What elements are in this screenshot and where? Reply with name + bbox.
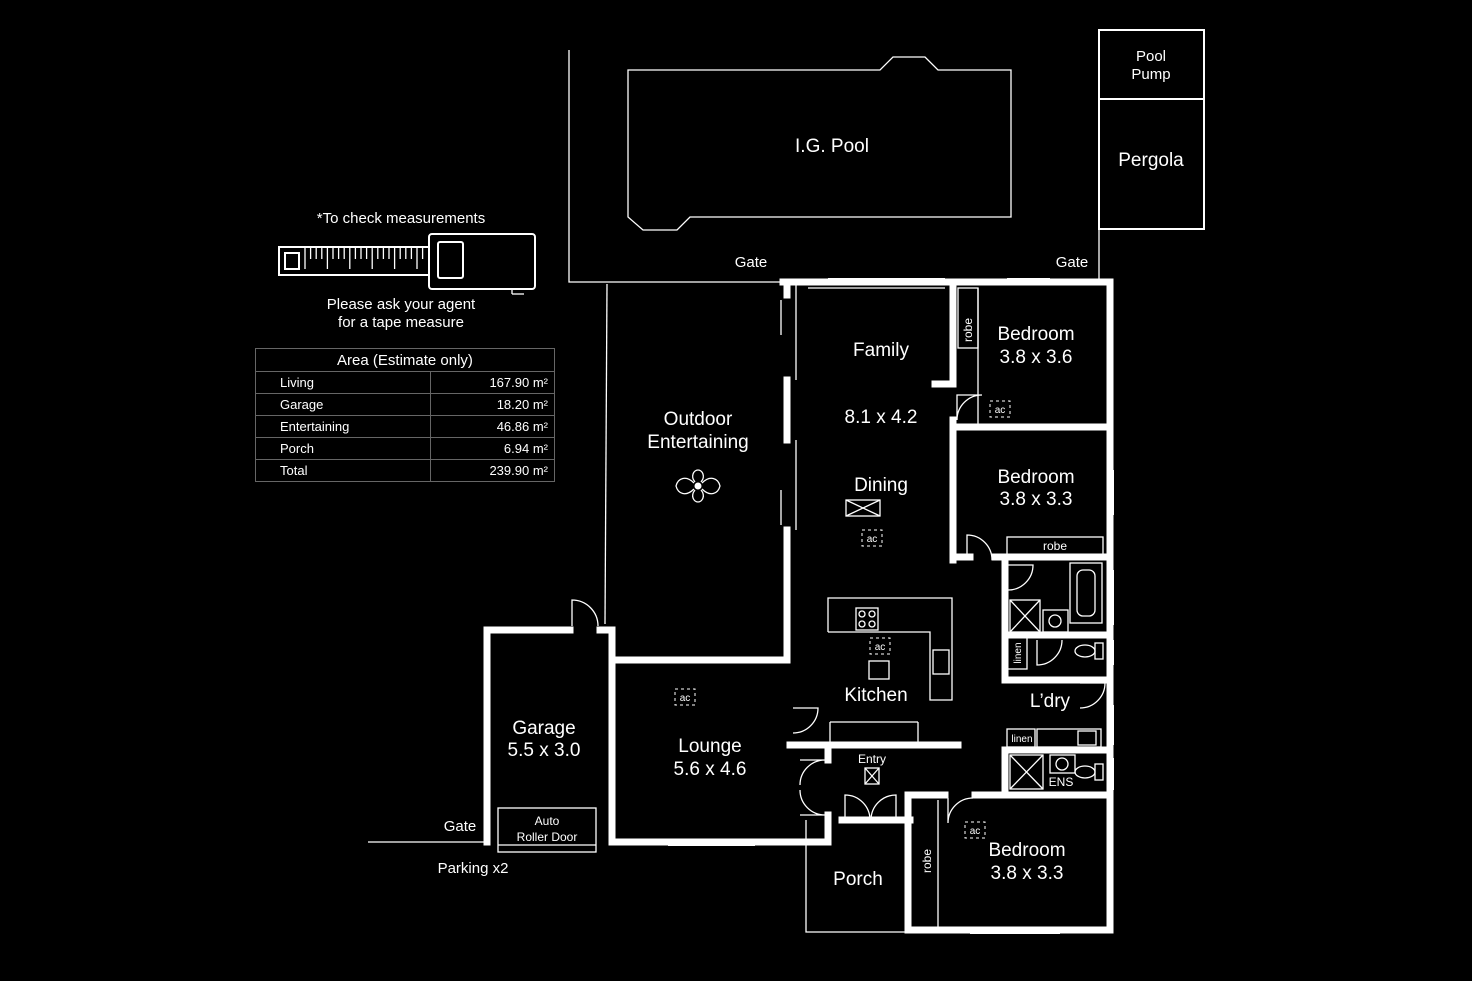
kitchen-label: Kitchen bbox=[844, 685, 907, 706]
gate-label-bottom: Gate bbox=[444, 818, 477, 835]
area-value: 18.20 m² bbox=[429, 393, 556, 416]
table-row: Porch 6.94 m² bbox=[255, 437, 556, 460]
bed1-label: Bedroom bbox=[997, 324, 1074, 345]
tape-measure-icon bbox=[278, 233, 536, 295]
area-table: Area (Estimate only) Living 167.90 m² Ga… bbox=[255, 348, 556, 482]
ac-label-dining: ac bbox=[867, 534, 878, 545]
ac-label-kitchen: ac bbox=[875, 642, 886, 653]
gate-label-top-left: Gate bbox=[735, 254, 768, 271]
tape-note-line2: for a tape measure bbox=[338, 314, 464, 331]
robe-label-bed1: robe bbox=[961, 318, 975, 342]
area-value: 167.90 m² bbox=[429, 371, 556, 394]
lounge-label: Lounge bbox=[678, 736, 741, 757]
area-label: Garage bbox=[255, 393, 431, 416]
garage-dims: 5.5 x 3.0 bbox=[508, 740, 581, 761]
ens-label: ENS bbox=[1049, 775, 1074, 789]
ac-markers: ac ac ac ac ac bbox=[674, 400, 1011, 839]
tape-note-line1: Please ask your agent bbox=[327, 296, 476, 313]
pergola-label: Pergola bbox=[1118, 150, 1184, 171]
laundry-label: L’dry bbox=[1030, 691, 1071, 712]
linen-label-2: linen bbox=[1011, 734, 1032, 745]
pergola-structure: Pool Pump Pergola bbox=[1098, 29, 1205, 230]
ac-label-bed1: ac bbox=[995, 405, 1006, 416]
bed2-label: Bedroom bbox=[997, 467, 1074, 488]
robe-label-bed2: robe bbox=[1043, 539, 1067, 553]
area-value: 46.86 m² bbox=[429, 415, 556, 438]
tape-caption: *To check measurements bbox=[317, 210, 485, 227]
walls bbox=[483, 278, 1114, 934]
area-label: Entertaining bbox=[255, 415, 431, 438]
area-value: 6.94 m² bbox=[429, 437, 556, 460]
robe-label-bed3: robe bbox=[920, 849, 934, 873]
bed3-label: Bedroom bbox=[988, 840, 1065, 861]
ac-label-bed3: ac bbox=[970, 826, 981, 837]
roller-door-label-2: Roller Door bbox=[517, 830, 578, 844]
pool: I.G. Pool bbox=[627, 56, 1012, 231]
linen-label-1: linen bbox=[1013, 642, 1024, 663]
table-row: Living 167.90 m² bbox=[255, 371, 556, 394]
pool-label: I.G. Pool bbox=[795, 136, 869, 157]
family-dims: 8.1 x 4.2 bbox=[845, 407, 918, 428]
area-table-title: Area (Estimate only) bbox=[255, 348, 555, 372]
dining-label: Dining bbox=[854, 475, 908, 496]
table-row: Entertaining 46.86 m² bbox=[255, 415, 556, 438]
outdoor-label-2: Entertaining bbox=[647, 432, 748, 453]
doors bbox=[571, 394, 1106, 824]
bed3-dims: 3.8 x 3.3 bbox=[991, 863, 1064, 884]
area-label: Porch bbox=[255, 437, 431, 460]
partitions bbox=[497, 278, 1114, 934]
gate-label-top-right: Gate bbox=[1056, 254, 1089, 271]
roller-door-label-1: Auto bbox=[535, 814, 560, 828]
lounge-dims: 5.6 x 4.6 bbox=[674, 759, 747, 780]
bed1-dims: 3.8 x 3.6 bbox=[1000, 347, 1073, 368]
entry-label: Entry bbox=[858, 752, 886, 766]
bed2-dims: 3.8 x 3.3 bbox=[1000, 489, 1073, 510]
table-row: Garage 18.20 m² bbox=[255, 393, 556, 416]
yard-boundary bbox=[368, 50, 1100, 843]
pool-pump-label-1: Pool bbox=[1136, 48, 1166, 65]
ceiling-fan-icon bbox=[675, 469, 721, 503]
garage-label: Garage bbox=[512, 718, 575, 739]
table-row: Total 239.90 m² bbox=[255, 459, 556, 482]
porch-label: Porch bbox=[833, 869, 883, 890]
parking-label: Parking x2 bbox=[438, 860, 509, 877]
area-label: Total bbox=[255, 459, 431, 482]
outdoor-label-1: Outdoor bbox=[664, 409, 733, 430]
ac-label-lounge: ac bbox=[680, 693, 691, 704]
pool-pump-label-2: Pump bbox=[1131, 66, 1170, 83]
family-label: Family bbox=[853, 340, 909, 361]
area-label: Living bbox=[255, 371, 431, 394]
area-value: 239.90 m² bbox=[429, 459, 556, 482]
